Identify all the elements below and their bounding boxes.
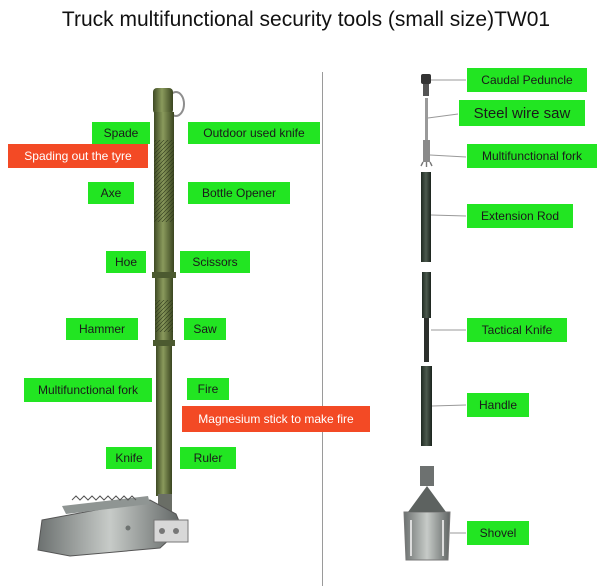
- label-saw: Saw: [184, 318, 226, 340]
- label-spading-tyre: Spading out the tyre: [8, 144, 148, 168]
- label-extension-rod: Extension Rod: [467, 204, 573, 228]
- label-handle: Handle: [467, 393, 529, 417]
- label-ruler: Ruler: [180, 447, 236, 469]
- label-hammer: Hammer: [66, 318, 138, 340]
- label-steel-wire-saw: Steel wire saw: [459, 100, 585, 126]
- label-scissors: Scissors: [180, 251, 250, 273]
- label-bottle-opener: Bottle Opener: [188, 182, 290, 204]
- disassembled-parts: [403, 74, 451, 561]
- assembled-tool: [37, 88, 189, 557]
- label-axe: Axe: [88, 182, 134, 204]
- label-spade: Spade: [92, 122, 150, 144]
- label-shovel: Shovel: [467, 521, 529, 545]
- label-knife: Knife: [106, 447, 152, 469]
- label-tactical-knife: Tactical Knife: [467, 318, 567, 342]
- page-title: Truck multifunctional security tools (sm…: [61, 8, 551, 31]
- label-fire: Fire: [187, 378, 229, 400]
- label-magnesium-stick: Magnesium stick to make fire: [182, 406, 370, 432]
- divider-line: [322, 72, 323, 586]
- label-multifunctional-fork: Multifunctional fork: [24, 378, 152, 402]
- label-multifunctional-fork-right: Multifunctional fork: [467, 144, 597, 168]
- label-caudal-peduncle: Caudal Peduncle: [467, 68, 587, 92]
- label-outdoor-knife: Outdoor used knife: [188, 122, 320, 144]
- label-hoe: Hoe: [106, 251, 146, 273]
